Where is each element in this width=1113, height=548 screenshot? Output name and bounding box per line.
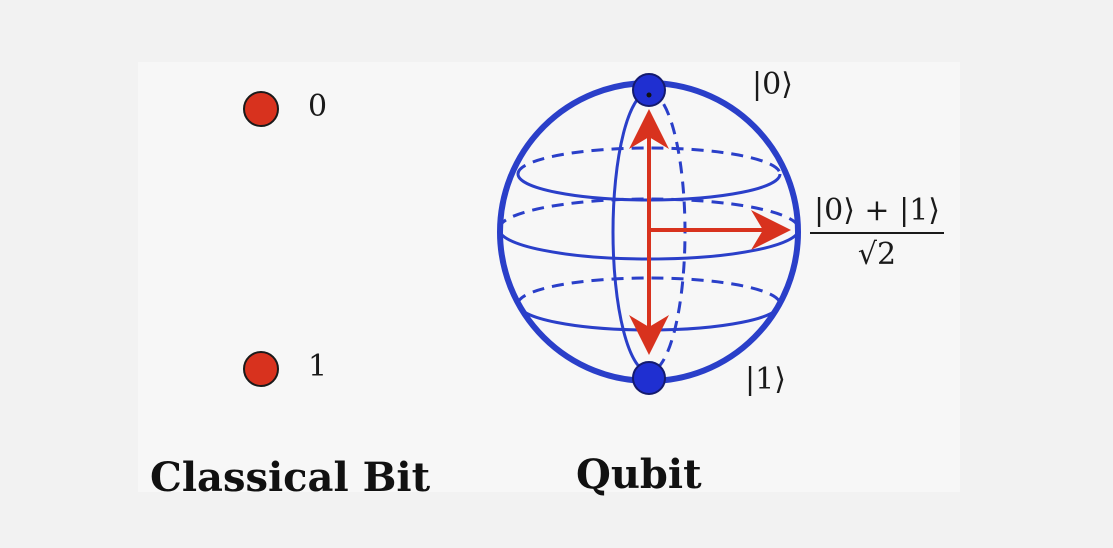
pole-zero-dot [632, 73, 666, 107]
classical-state-one-label: 1 [308, 349, 328, 384]
pole-zero-center [646, 92, 652, 98]
diagram-panel [138, 62, 960, 492]
superposition-label: |0⟩ + |1⟩ √2 [810, 193, 945, 272]
classical-state-zero-label: 0 [308, 89, 328, 124]
ket-one-label: |1⟩ [745, 362, 786, 397]
fraction-bar [810, 232, 945, 234]
classical-state-zero-dot [243, 91, 279, 127]
ket-zero-label: |0⟩ [752, 67, 793, 102]
classical-bit-caption: Classical Bit [150, 454, 431, 501]
meridian-front [611, 90, 650, 374]
latitude-equator-back [497, 197, 801, 230]
pole-one-dot [632, 361, 666, 395]
superposition-numerator: |0⟩ + |1⟩ [814, 193, 941, 228]
classical-state-one-dot [243, 351, 279, 387]
qubit-caption: Qubit [576, 451, 702, 498]
superposition-denominator: √2 [857, 237, 897, 272]
